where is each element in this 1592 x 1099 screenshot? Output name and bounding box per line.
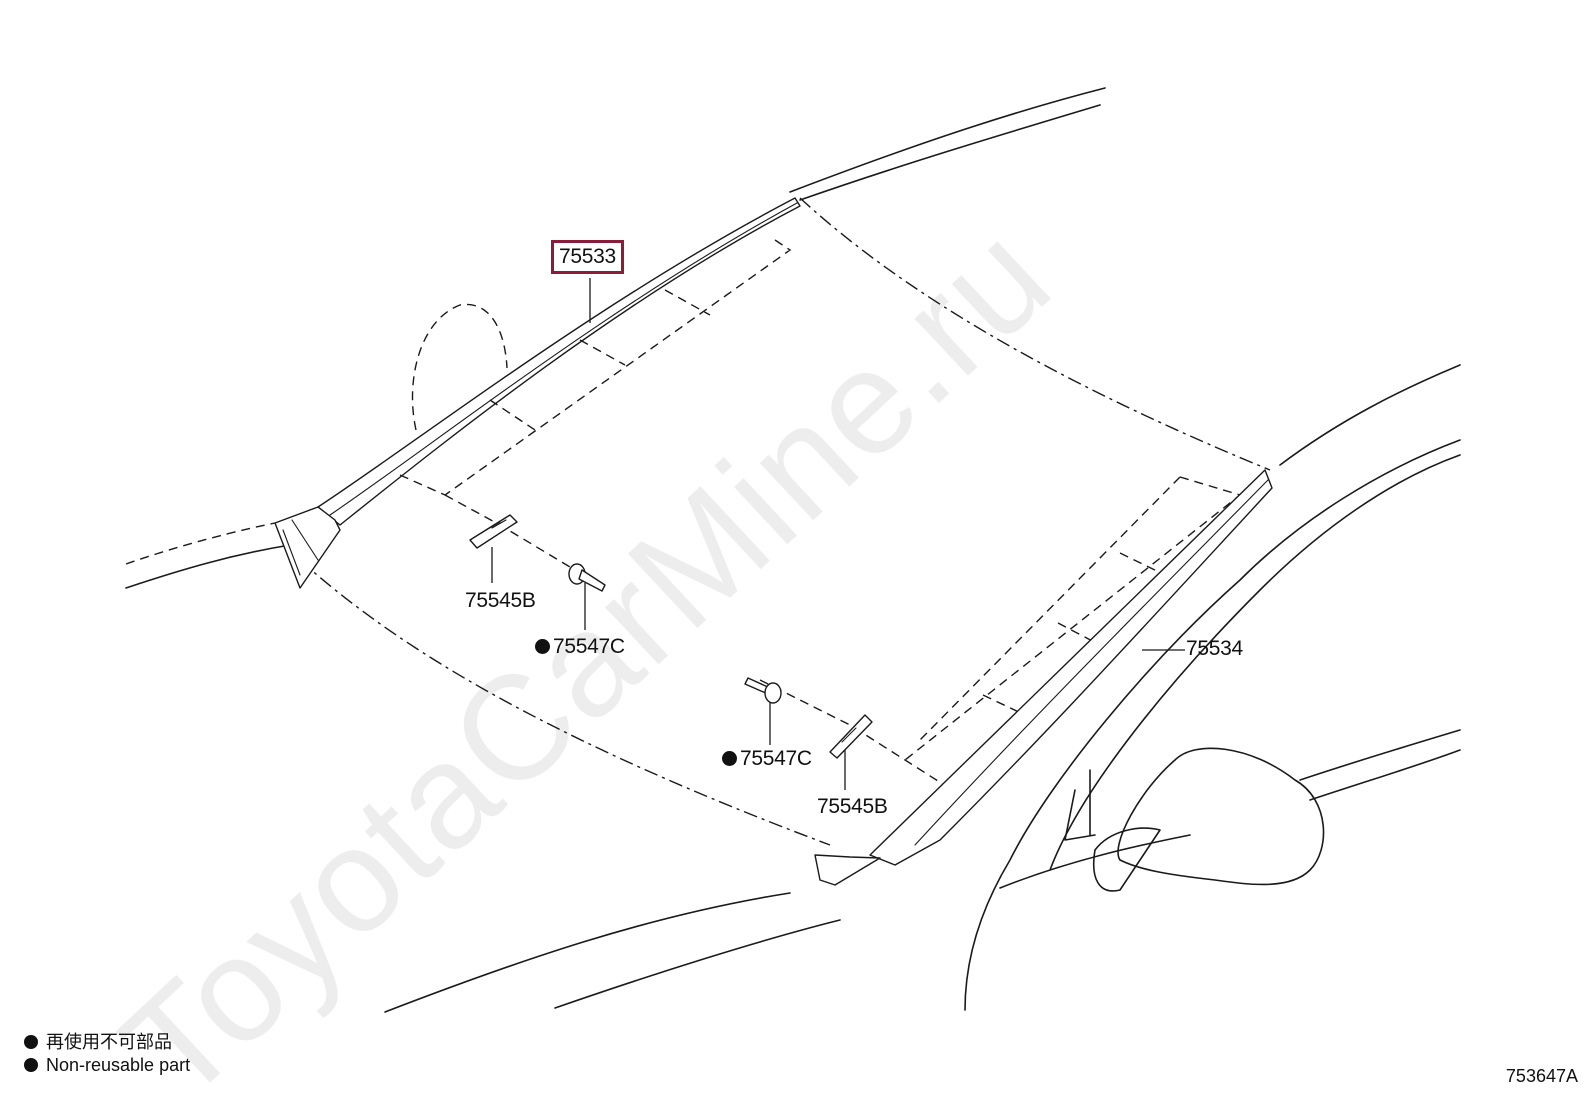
callout-75547C-right[interactable]: 75547C — [722, 748, 812, 769]
left-pillar-molding — [317, 197, 801, 526]
rivet-75547C-right — [744, 677, 782, 704]
callout-75545B-right[interactable]: 75545B — [817, 795, 888, 818]
left-clip-guide — [444, 494, 576, 571]
left-attach-guide-2 — [399, 474, 446, 496]
clip-75545B-left — [469, 514, 518, 549]
right-clip-guide — [759, 679, 961, 796]
callout-75547C-left-text: 75547C — [553, 635, 625, 658]
hood-line-left-2 — [125, 544, 291, 589]
right-pillar-molding — [869, 469, 1273, 866]
callout-75545B-left[interactable]: 75545B — [465, 589, 536, 612]
right-mirror — [1117, 747, 1325, 886]
legend-japanese-text: 再使用不可部品 — [46, 1032, 172, 1052]
callout-75547C-right-text: 75547C — [740, 747, 812, 770]
body-right-roof-1 — [1279, 364, 1461, 466]
non-reusable-dot-icon — [535, 639, 550, 654]
right-attach-guide-1 — [904, 476, 1242, 761]
left-attach-ticks — [489, 289, 711, 431]
rivet-75547C-left — [568, 563, 606, 592]
legend-japanese: 再使用不可部品 — [24, 1033, 172, 1051]
left-pillar-molding-detail — [329, 202, 798, 516]
hood-line-bottom-2 — [554, 919, 841, 1009]
left-lower-bracket — [274, 506, 341, 589]
diagram-code: 753647A — [1505, 1066, 1578, 1086]
right-pillar-molding-detail — [914, 479, 1269, 846]
left-attach-guide-1 — [444, 239, 792, 496]
legend-english: Non-reusable part — [24, 1056, 190, 1074]
clip-75545B-right — [829, 714, 873, 759]
body-right-belt-2 — [1309, 749, 1461, 801]
right-lower-bracket — [814, 854, 881, 886]
callout-75547C-left[interactable]: 75547C — [535, 636, 625, 657]
callout-75534[interactable]: 75534 — [1186, 637, 1243, 660]
right-attach-guide-2 — [919, 476, 1181, 741]
windshield-bottom-edge — [299, 559, 831, 846]
body-right-roof-2 — [964, 439, 1461, 1011]
body-right-door-line — [999, 834, 1191, 889]
roof-line-inner — [799, 104, 1101, 201]
legend-english-text: Non-reusable part — [46, 1055, 191, 1075]
hood-line-bottom-1 — [384, 892, 791, 1013]
right-mirror-base — [1093, 827, 1161, 892]
hood-line-left-1 — [125, 522, 276, 565]
roof-line-outer — [789, 87, 1106, 193]
right-mirror-arm — [1064, 769, 1096, 841]
left-mirror — [411, 303, 508, 431]
body-right-belt-1 — [1299, 729, 1461, 781]
legend-dot-icon — [24, 1035, 38, 1049]
non-reusable-dot-icon — [722, 751, 737, 766]
callout-75533[interactable]: 75533 — [551, 240, 624, 274]
legend-dot-icon — [24, 1058, 38, 1072]
left-lower-bracket-detail — [282, 519, 319, 576]
windshield-top-edge — [799, 197, 1271, 471]
